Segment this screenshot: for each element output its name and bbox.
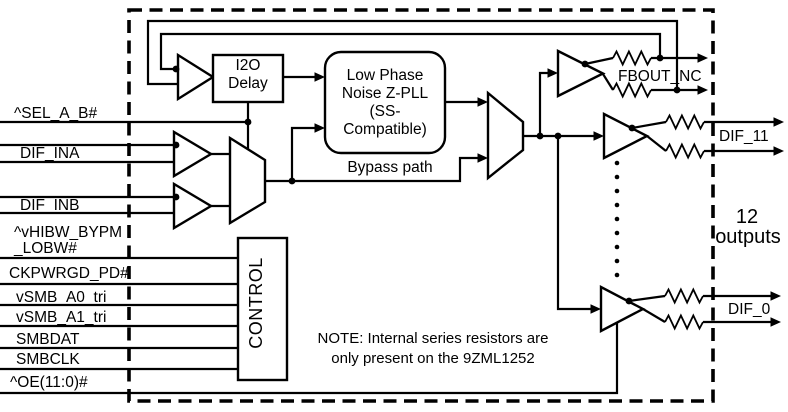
junction-dot — [288, 177, 296, 185]
junction-dot — [628, 124, 636, 132]
pll-text-line4: Compatible) — [343, 121, 427, 138]
note-text-line1: NOTE: Internal series resistors are — [318, 330, 549, 347]
pll-block — [323, 50, 447, 155]
junction-dot — [172, 141, 180, 149]
feedback-wire-inner — [159, 32, 662, 71]
resistor-icon — [665, 114, 705, 130]
label-oe: ^OE(11:0)# — [10, 374, 88, 391]
arrow-icon — [593, 131, 604, 141]
arrow-icon — [547, 68, 558, 78]
label-dif11: DIF_11 — [719, 128, 769, 145]
junction-dot — [172, 193, 180, 201]
dif0-neg-tap-wire — [642, 308, 666, 323]
oe-wire — [0, 323, 619, 395]
i2o-delay-text-line1: I2O — [236, 57, 261, 74]
resistor-icon — [612, 82, 652, 98]
label-dif-ina: DIF_INA — [20, 145, 80, 162]
arrow-icon — [477, 97, 488, 107]
outputs-count-word: outputs — [715, 226, 781, 248]
resistor-icon — [665, 143, 705, 159]
resistor-icon — [664, 314, 704, 330]
dif11-pos-tap-wire — [631, 120, 667, 130]
junction-dot — [581, 60, 589, 68]
ellipsis-dot — [614, 160, 620, 166]
ellipsis-dot — [614, 202, 620, 208]
dif11-buffer-triangle — [602, 112, 650, 160]
arrow-icon — [697, 53, 708, 63]
pll-text-line1: Low Phase — [347, 67, 424, 84]
ellipsis-dot — [614, 244, 620, 250]
resistor-icon — [664, 288, 704, 304]
bypass-wire — [265, 156, 478, 183]
dif0-buffer-triangle — [599, 285, 646, 333]
label-dif0: DIF_0 — [728, 301, 771, 318]
label-smbclk: SMBCLK — [16, 351, 80, 368]
feedback-wire-outer — [146, 19, 679, 90]
fbout-buffer-triangle — [556, 49, 606, 98]
junction-dot — [536, 132, 544, 140]
junction-dot — [244, 118, 252, 126]
arrow-icon — [314, 72, 325, 82]
label-hibw-line2: _LOBW# — [13, 240, 77, 257]
ellipsis-dot — [614, 258, 620, 264]
label-fbout-nc: FBOUT_NC — [618, 68, 702, 85]
series-resistors — [612, 50, 705, 330]
ellipsis-dot — [614, 188, 620, 194]
ellipsis-dot — [614, 174, 620, 180]
control-block — [236, 236, 289, 382]
i2o-delay-text-line2: Delay — [228, 75, 268, 92]
wires — [0, 19, 774, 395]
arrow-icon — [770, 291, 781, 301]
label-ckpwrgd: CKPWRGD_PD# — [9, 265, 129, 282]
ellipsis-dot — [614, 230, 620, 236]
label-smb-a0: vSMB_A0_tri — [16, 289, 106, 306]
outputs-ellipsis — [614, 160, 620, 278]
input-buffer-a-triangle — [172, 129, 214, 179]
note-text-line2: only present on the 9ZML1252 — [331, 350, 534, 367]
pll-text-line3: (SS- — [370, 103, 401, 120]
bypass-to-pll-wire — [290, 126, 315, 181]
dif0-feed-wire — [556, 136, 591, 311]
outputs-count-number: 12 — [736, 206, 758, 228]
dif0-pos-tap-wire — [628, 294, 666, 303]
pll-bypass-mux — [486, 90, 525, 181]
arrow-icon — [477, 153, 488, 163]
arrow-icon — [770, 317, 781, 327]
label-smbdat: SMBDAT — [16, 331, 80, 348]
arrow-icon — [773, 117, 784, 127]
ellipsis-dot — [614, 272, 620, 278]
junction-dot — [673, 86, 681, 94]
junction-dot — [172, 65, 180, 73]
junction-dot — [656, 54, 664, 62]
resistor-icon — [612, 50, 652, 66]
pll-text-line2: Noise Z-PLL — [342, 85, 429, 102]
arrow-icon — [773, 146, 784, 156]
ellipsis-dot — [614, 216, 620, 222]
dif11-neg-tap-wire — [646, 135, 667, 152]
feedback-buffer-triangle — [176, 52, 216, 102]
fbout-pos-tap-wire — [584, 56, 614, 66]
label-dif-inb: DIF_INB — [20, 197, 79, 214]
input-mux — [228, 135, 267, 226]
junction-dot — [554, 132, 562, 140]
label-smb-a1: vSMB_A1_tri — [16, 309, 106, 326]
arrow-icon — [590, 304, 601, 314]
components — [172, 49, 650, 382]
fbout-neg-tap-wire — [602, 73, 614, 91]
control-text: CONTROL — [246, 257, 266, 349]
fbout-feed-wire — [538, 71, 548, 136]
label-sel-a-b: ^SEL_A_B# — [14, 105, 97, 122]
arrow-icon — [697, 85, 708, 95]
label-hibw-line1: ^vHIBW_BYPM — [14, 224, 122, 241]
chip-boundary-dashed-border — [127, 8, 715, 403]
input-buffer-b-triangle — [172, 181, 214, 231]
bypass-path-label: Bypass path — [347, 159, 432, 176]
i2o-delay-block — [211, 53, 285, 104]
junction-dot — [625, 297, 633, 305]
arrow-icon — [314, 123, 325, 133]
